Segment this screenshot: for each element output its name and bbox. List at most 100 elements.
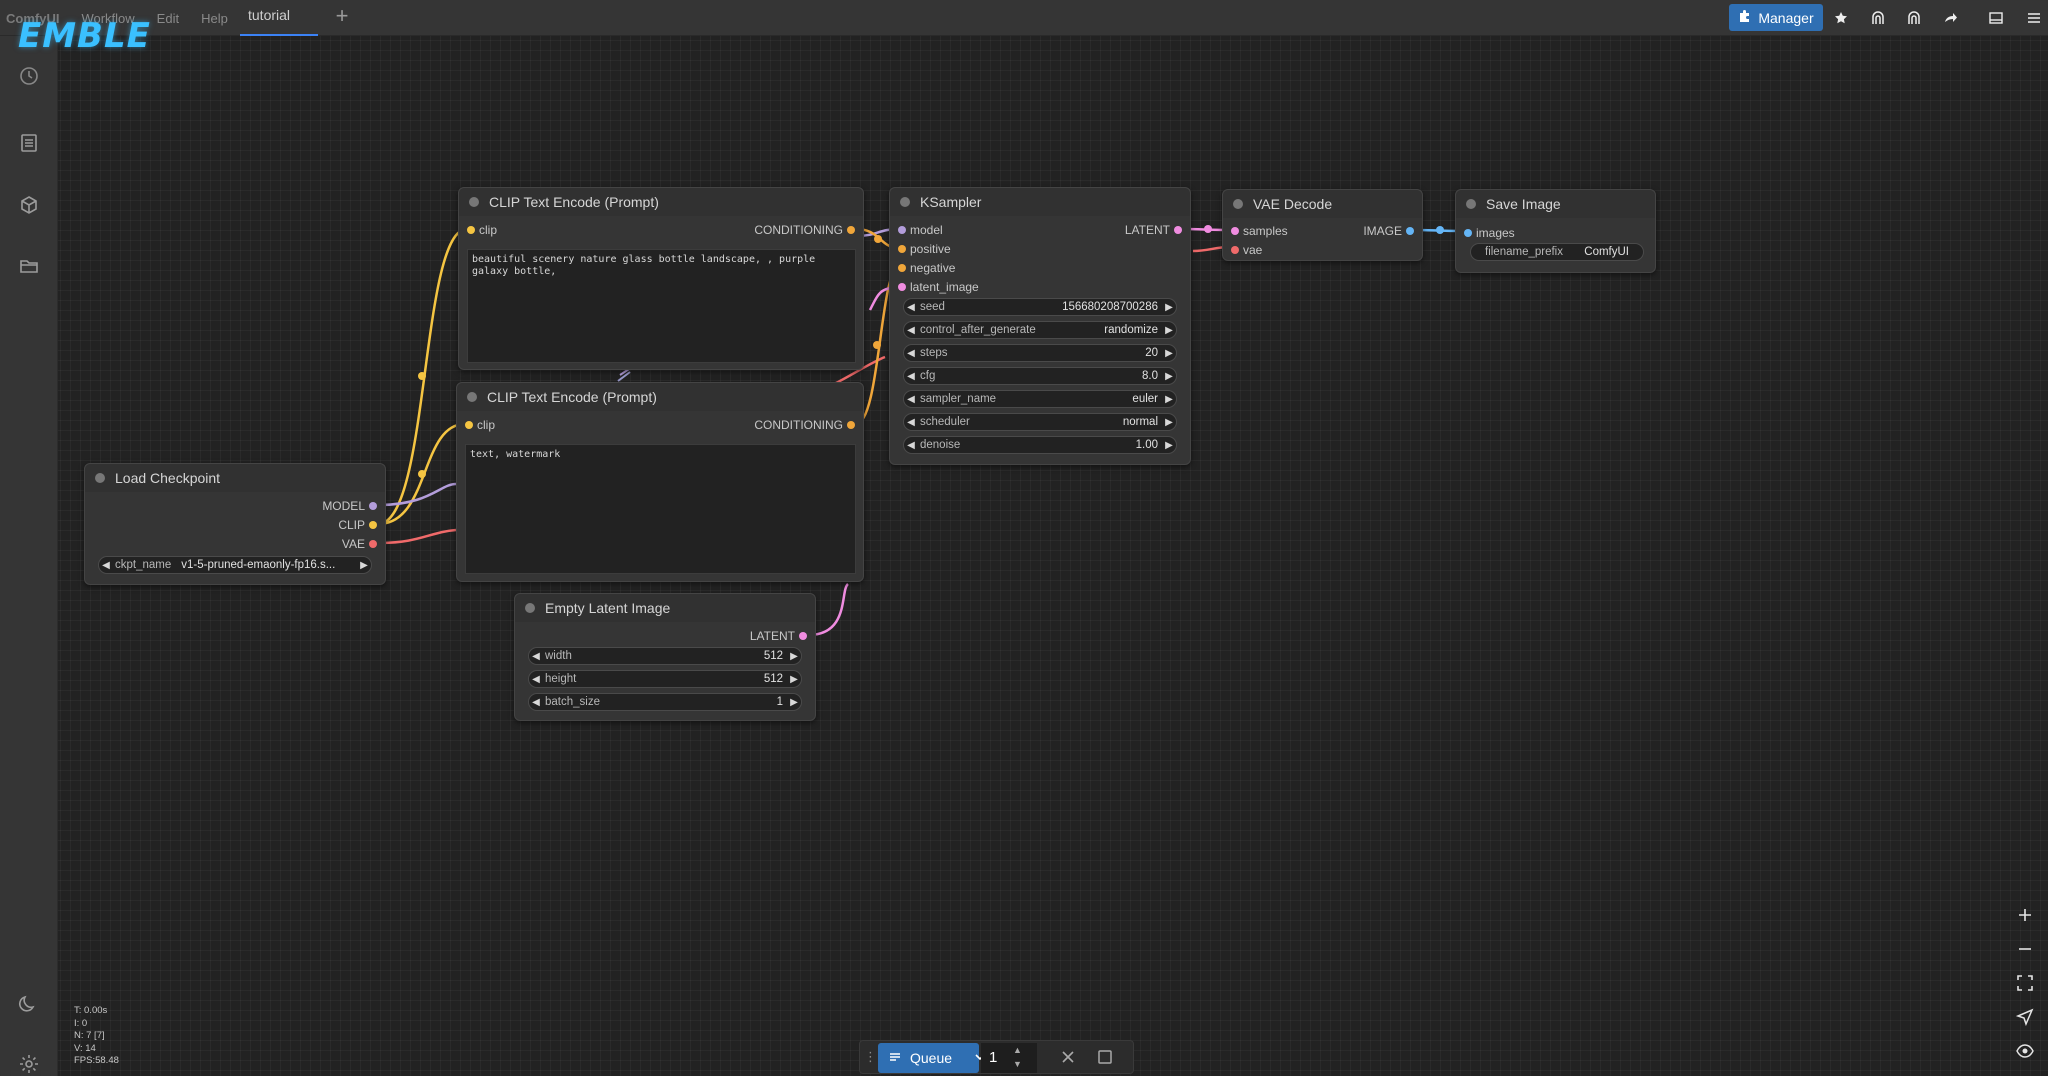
input-slot-latent-image[interactable]: latent_image — [898, 279, 979, 295]
collapse-dot-icon[interactable] — [1466, 199, 1476, 209]
input-slot-samples[interactable]: samples — [1231, 223, 1288, 239]
input-slot-model[interactable]: model — [898, 222, 943, 238]
decrement-arrow-icon[interactable]: ◀ — [907, 370, 915, 382]
widget-batch-size[interactable]: ◀ batch_size 1 ▶ — [528, 693, 802, 711]
widget-height[interactable]: ◀ height 512 ▶ — [528, 670, 802, 688]
zoom-in-icon[interactable] — [2010, 900, 2040, 930]
tab-tutorial[interactable]: tutorial — [240, 0, 318, 36]
widget-ckpt-name[interactable]: ◀ ckpt_name v1-5-pruned-emaonly-fp16.s..… — [98, 556, 372, 574]
output-slot-latent[interactable]: LATENT — [1125, 222, 1182, 238]
slot-dot-icon[interactable] — [369, 502, 377, 510]
slot-dot-icon[interactable] — [1406, 227, 1414, 235]
brand-label[interactable]: ComfyUI — [6, 10, 60, 26]
input-slot-negative[interactable]: negative — [898, 260, 955, 276]
stepper-down-icon[interactable]: ▼ — [1013, 1059, 1022, 1069]
output-slot-model[interactable]: MODEL — [322, 498, 377, 514]
collapse-dot-icon[interactable] — [900, 197, 910, 207]
menu-edit[interactable]: Edit — [156, 10, 180, 26]
decrement-arrow-icon[interactable]: ◀ — [907, 416, 915, 428]
queue-icon[interactable] — [1864, 5, 1892, 31]
fit-view-icon[interactable] — [2010, 968, 2040, 998]
slot-dot-icon[interactable] — [799, 632, 807, 640]
output-slot-clip[interactable]: CLIP — [338, 517, 377, 533]
slot-dot-icon[interactable] — [1174, 226, 1182, 234]
widget-value[interactable]: v1-5-pruned-emaonly-fp16.s... — [181, 559, 336, 571]
input-slot-clip[interactable]: clip — [465, 417, 495, 433]
decrement-arrow-icon[interactable]: ◀ — [907, 324, 915, 336]
slot-dot-icon[interactable] — [369, 540, 377, 548]
share-icon[interactable] — [1936, 5, 1964, 31]
widget-value[interactable]: 1.00 — [1135, 439, 1158, 451]
increment-arrow-icon[interactable]: ▶ — [790, 673, 798, 685]
model-library-icon[interactable] — [14, 190, 44, 220]
widget-value[interactable]: 1 — [776, 696, 783, 708]
node-title-bar[interactable]: Load Checkpoint — [85, 464, 385, 492]
widget-value[interactable]: 512 — [763, 650, 783, 662]
decrement-arrow-icon[interactable]: ◀ — [907, 393, 915, 405]
prompt-textarea[interactable]: text, watermark — [465, 444, 856, 574]
node-empty-latent-image[interactable]: Empty Latent Image LATENT ◀ width 512 ▶ … — [514, 593, 816, 721]
node-title-bar[interactable]: KSampler — [890, 188, 1190, 216]
documents-icon[interactable] — [14, 128, 44, 158]
node-load-checkpoint[interactable]: Load Checkpoint MODEL CLIP VAE ◀ ckpt_na… — [84, 463, 386, 585]
menu-workflow[interactable]: Workflow — [81, 10, 135, 26]
prompt-textarea[interactable]: beautiful scenery nature glass bottle la… — [467, 249, 856, 363]
widget-value[interactable]: 20 — [1145, 347, 1158, 359]
history-icon[interactable] — [14, 61, 44, 91]
widget-value[interactable]: 512 — [763, 673, 783, 685]
drag-handle-icon[interactable]: ⋮ — [864, 1049, 877, 1064]
queue-button[interactable]: Queue — [878, 1043, 985, 1073]
slot-dot-icon[interactable] — [898, 226, 906, 234]
widget-value[interactable]: ComfyUI — [1584, 246, 1629, 258]
widget-filename-prefix[interactable]: filename_prefix ComfyUI — [1470, 243, 1644, 261]
panel-icon[interactable] — [1982, 5, 2010, 31]
collapse-dot-icon[interactable] — [525, 603, 535, 613]
node-title-bar[interactable]: Empty Latent Image — [515, 594, 815, 622]
decrement-arrow-icon[interactable]: ◀ — [907, 301, 915, 313]
output-slot-vae[interactable]: VAE — [342, 536, 377, 552]
decrement-arrow-icon[interactable]: ◀ — [532, 696, 540, 708]
collapse-dot-icon[interactable] — [469, 197, 479, 207]
widget-denoise[interactable]: ◀ denoise 1.00 ▶ — [903, 436, 1177, 454]
node-title-bar[interactable]: Save Image — [1456, 190, 1655, 218]
widget-value[interactable]: 156680208700286 — [1062, 301, 1158, 313]
node-title-bar[interactable]: VAE Decode — [1223, 190, 1422, 218]
increment-arrow-icon[interactable]: ▶ — [1165, 324, 1173, 336]
decrement-arrow-icon[interactable]: ◀ — [532, 650, 540, 662]
slot-dot-icon[interactable] — [369, 521, 377, 529]
increment-arrow-icon[interactable]: ▶ — [1165, 347, 1173, 359]
decrement-arrow-icon[interactable]: ◀ — [102, 559, 110, 571]
hamburger-icon[interactable] — [2020, 5, 2048, 31]
node-clip-text-encode-positive[interactable]: CLIP Text Encode (Prompt) clip CONDITION… — [458, 187, 864, 370]
star-icon[interactable] — [1827, 5, 1855, 31]
cancel-icon[interactable] — [1058, 1047, 1078, 1067]
settings-icon[interactable] — [14, 1049, 44, 1076]
widget-value[interactable]: euler — [1132, 393, 1158, 405]
slot-dot-icon[interactable] — [898, 283, 906, 291]
collapse-dot-icon[interactable] — [467, 392, 477, 402]
collapse-dot-icon[interactable] — [95, 473, 105, 483]
widget-width[interactable]: ◀ width 512 ▶ — [528, 647, 802, 665]
widget-steps[interactable]: ◀ steps 20 ▶ — [903, 344, 1177, 362]
increment-arrow-icon[interactable]: ▶ — [1165, 439, 1173, 451]
output-slot-conditioning[interactable]: CONDITIONING — [754, 222, 855, 238]
collapse-dot-icon[interactable] — [1233, 199, 1243, 209]
slot-dot-icon[interactable] — [898, 245, 906, 253]
node-ksampler[interactable]: KSampler model positive negative latent_… — [889, 187, 1191, 465]
increment-arrow-icon[interactable]: ▶ — [1165, 370, 1173, 382]
slot-dot-icon[interactable] — [847, 421, 855, 429]
increment-arrow-icon[interactable]: ▶ — [790, 696, 798, 708]
toggle-links-icon[interactable] — [2010, 1036, 2040, 1066]
increment-arrow-icon[interactable]: ▶ — [1165, 416, 1173, 428]
decrement-arrow-icon[interactable]: ◀ — [532, 673, 540, 685]
slot-dot-icon[interactable] — [1231, 227, 1239, 235]
input-slot-images[interactable]: images — [1464, 225, 1515, 241]
increment-arrow-icon[interactable]: ▶ — [1165, 393, 1173, 405]
input-slot-positive[interactable]: positive — [898, 241, 951, 257]
add-tab-button[interactable]: + — [335, 3, 349, 28]
widget-control-after-generate[interactable]: ◀ control_after_generate randomize ▶ — [903, 321, 1177, 339]
input-slot-vae[interactable]: vae — [1231, 242, 1262, 258]
slot-dot-icon[interactable] — [465, 421, 473, 429]
node-title-bar[interactable]: CLIP Text Encode (Prompt) — [459, 188, 863, 216]
widget-value[interactable]: 8.0 — [1142, 370, 1158, 382]
